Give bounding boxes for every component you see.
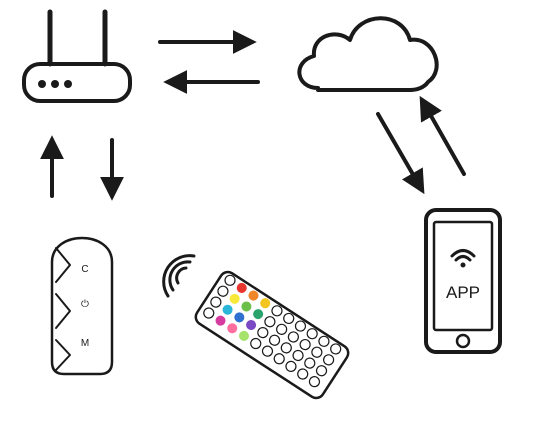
remote-key xyxy=(297,368,309,380)
remote-key xyxy=(292,349,304,362)
remote-key xyxy=(318,335,330,347)
controller-button-c: C xyxy=(81,264,88,275)
remote-key xyxy=(222,304,233,315)
remote-key xyxy=(253,309,264,320)
remote-key xyxy=(330,343,342,355)
remote-key xyxy=(311,346,323,358)
remote-key xyxy=(210,296,222,308)
remote-key xyxy=(273,353,285,365)
remote-key xyxy=(257,327,269,339)
router-cloud-arrows xyxy=(158,30,260,94)
remote-key xyxy=(217,285,229,297)
remote-key xyxy=(260,298,271,309)
remote-key xyxy=(234,312,245,323)
remote-key xyxy=(285,360,297,372)
remote-key xyxy=(306,328,318,340)
remote-key xyxy=(287,331,299,343)
remote-key xyxy=(308,376,321,388)
remote-key xyxy=(299,338,311,351)
remote-key xyxy=(294,320,307,332)
remote-key xyxy=(224,274,236,286)
smartphone-icon: APP xyxy=(424,208,502,354)
controller-button-m: M xyxy=(81,338,89,349)
wifi-icon xyxy=(450,249,476,268)
arrow-cloud-to-phone xyxy=(376,112,425,195)
remote-key xyxy=(236,282,247,293)
controller-button-power: ⏻ xyxy=(81,299,89,310)
remote-key xyxy=(250,337,262,350)
signal-waves-icon xyxy=(162,254,196,298)
remote-key xyxy=(261,345,274,357)
cloud-icon xyxy=(297,16,439,92)
remote-key xyxy=(248,290,259,301)
remote-key xyxy=(241,301,252,312)
remote-key xyxy=(238,330,249,341)
remote-key xyxy=(283,312,295,325)
remote-key xyxy=(227,323,238,334)
remote-key xyxy=(215,315,226,326)
remote-key xyxy=(229,293,240,304)
app-label: APP xyxy=(446,283,480,302)
remote-key xyxy=(246,319,257,330)
router-icon xyxy=(22,9,132,103)
remote-key xyxy=(268,334,281,346)
inline-controller-icon: C ⏻ M xyxy=(50,236,114,376)
router-controller-arrows xyxy=(40,135,124,201)
remote-key xyxy=(304,357,316,369)
remote-key xyxy=(323,354,335,366)
arrow-phone-to-cloud xyxy=(419,95,466,176)
cloud-phone-arrows xyxy=(376,95,466,195)
ir-remote-icon xyxy=(194,270,350,400)
remote-key xyxy=(280,342,292,354)
remote-key xyxy=(271,305,283,317)
remote-key xyxy=(315,365,328,377)
remote-key xyxy=(203,307,215,319)
remote-key-grid xyxy=(203,274,342,388)
remote-key xyxy=(264,316,276,328)
remote-key xyxy=(276,323,288,335)
